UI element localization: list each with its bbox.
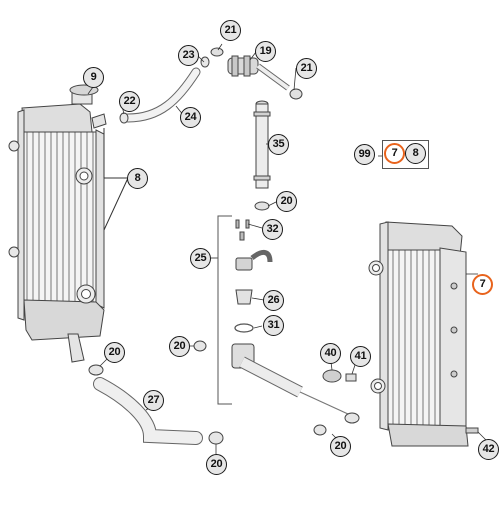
top-hose-assembly	[119, 47, 303, 124]
callout-9[interactable]: 9	[83, 67, 104, 88]
callout-21-top[interactable]: 21	[220, 20, 241, 41]
callout-25[interactable]: 25	[190, 248, 211, 269]
callout-26[interactable]: 26	[263, 290, 284, 311]
callout-99[interactable]: 99	[354, 144, 375, 165]
center-assembly	[193, 215, 360, 436]
left-radiator	[8, 84, 129, 363]
callout-24[interactable]: 24	[180, 107, 201, 128]
callout-22[interactable]: 22	[119, 91, 140, 112]
callout-31[interactable]: 31	[263, 315, 284, 336]
callout-41[interactable]: 41	[350, 346, 371, 367]
callout-23[interactable]: 23	[178, 45, 199, 66]
callout-20-clamp[interactable]: 20	[169, 336, 190, 357]
callout-35[interactable]: 35	[268, 134, 289, 155]
right-radiator	[322, 221, 479, 447]
kit-item-7-highlighted[interactable]: 7	[384, 143, 405, 164]
callout-20-right[interactable]: 20	[330, 436, 351, 457]
callout-42[interactable]: 42	[478, 439, 499, 460]
callout-40[interactable]: 40	[320, 343, 341, 364]
kit-item-8[interactable]: 8	[405, 143, 426, 164]
callout-27[interactable]: 27	[143, 390, 164, 411]
callout-19[interactable]: 19	[255, 41, 276, 62]
callout-8[interactable]: 8	[127, 168, 148, 189]
callout-7-highlighted[interactable]: 7	[472, 274, 493, 295]
callout-21-right[interactable]: 21	[296, 58, 317, 79]
callout-32[interactable]: 32	[262, 219, 283, 240]
callout-20-bottom[interactable]: 20	[206, 454, 227, 475]
lower-hose	[88, 364, 224, 445]
callout-20-pipe[interactable]: 20	[276, 191, 297, 212]
callout-20-left[interactable]: 20	[104, 342, 125, 363]
pipe-35	[253, 100, 271, 211]
